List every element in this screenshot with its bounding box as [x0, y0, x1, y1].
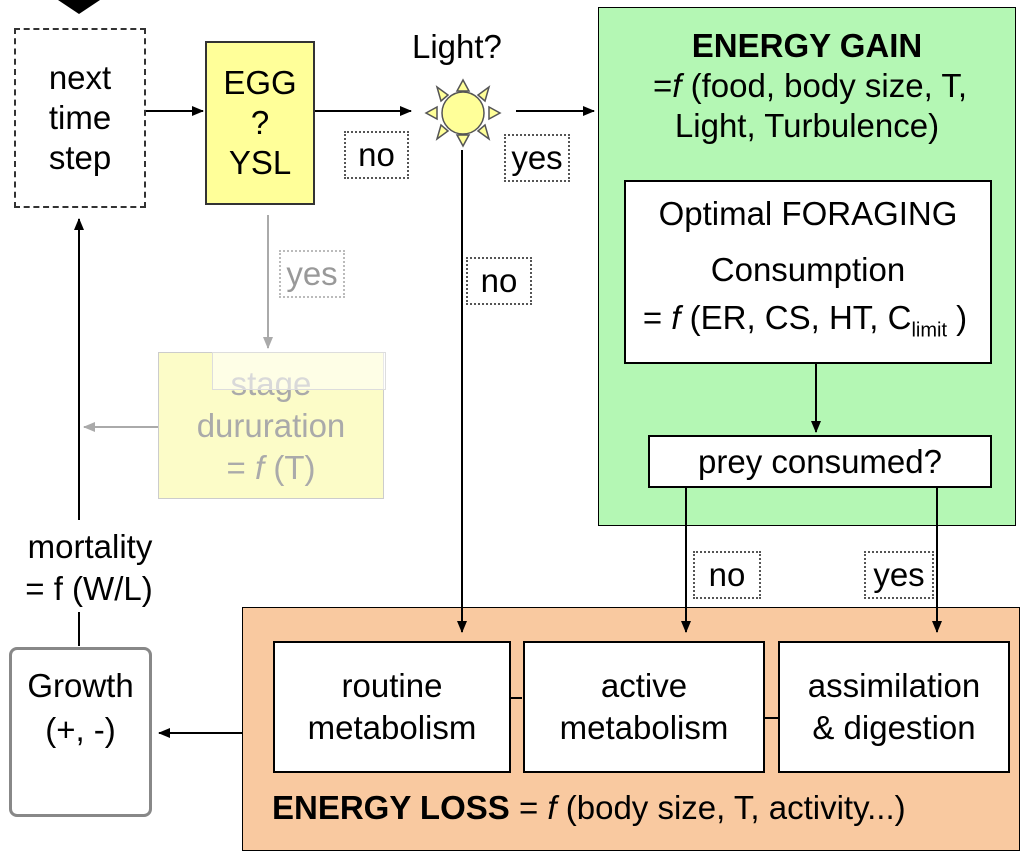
foraging-line1: Optimal FORAGING [658, 195, 958, 232]
energy-gain-equation: =f (food, body size, T, [653, 67, 967, 104]
egg-line3: YSL [228, 144, 292, 181]
energy-loss-equation: ENERGY LOSS = f (body size, T, activity.… [272, 789, 906, 826]
mortality-line1: mortality [20, 527, 160, 567]
growth-line1: Growth [27, 667, 134, 704]
prey-consumed-box: prey consumed? [648, 435, 992, 488]
next-line1: next [48, 59, 112, 96]
light-label: Light? [412, 28, 502, 65]
stage-equation: = f (T) [226, 448, 316, 486]
prey-yes-label: yes [864, 551, 934, 599]
egg-ysl-box: EGG ? YSL [205, 41, 315, 205]
optimal-foraging-box: Optimal FORAGING Consumption = f (ER, CS… [624, 180, 992, 364]
next-line2: time [48, 99, 112, 136]
egg-line1: EGG [223, 64, 297, 101]
energy-gain-title: ENERGY GAIN [691, 27, 923, 64]
entry-arrow-head [58, 0, 100, 14]
energy-gain-equation-line2: Light, Turbulence) [674, 107, 940, 144]
prey-label: prey consumed? [698, 442, 942, 480]
growth-line2: (+, -) [45, 711, 116, 748]
active-metabolism-box: active metabolism [523, 641, 765, 773]
foraging-equation: = f (ER, CS, HT, Climit ) [642, 299, 968, 342]
assim-line2: & digestion [812, 709, 976, 746]
stage-overlay-band [212, 352, 386, 390]
foraging-line2: Consumption [710, 251, 906, 288]
egg-line2: ? [250, 104, 270, 141]
prey-no-label: no [693, 551, 761, 599]
growth-box: Growth (+, -) [9, 647, 152, 817]
active-line2: metabolism [559, 709, 729, 746]
next-time-step-box: next time step [14, 28, 146, 208]
assimilation-digestion-box: assimilation & digestion [778, 641, 1010, 773]
routine-line2: metabolism [307, 709, 477, 746]
mortality-line2: = f (W/L) [14, 569, 164, 609]
routine-line1: routine [341, 667, 443, 704]
egg-yes-label: yes [279, 250, 345, 298]
light-no-label: no [466, 257, 532, 305]
active-line1: active [600, 667, 688, 704]
egg-no-label: no [344, 131, 409, 179]
sun-icon [424, 78, 502, 148]
next-line3: step [48, 139, 112, 176]
light-yes-label: yes [504, 134, 570, 182]
assim-line1: assimilation [807, 667, 981, 704]
routine-metabolism-box: routine metabolism [273, 641, 511, 773]
stage-line2: dururation [196, 406, 346, 444]
